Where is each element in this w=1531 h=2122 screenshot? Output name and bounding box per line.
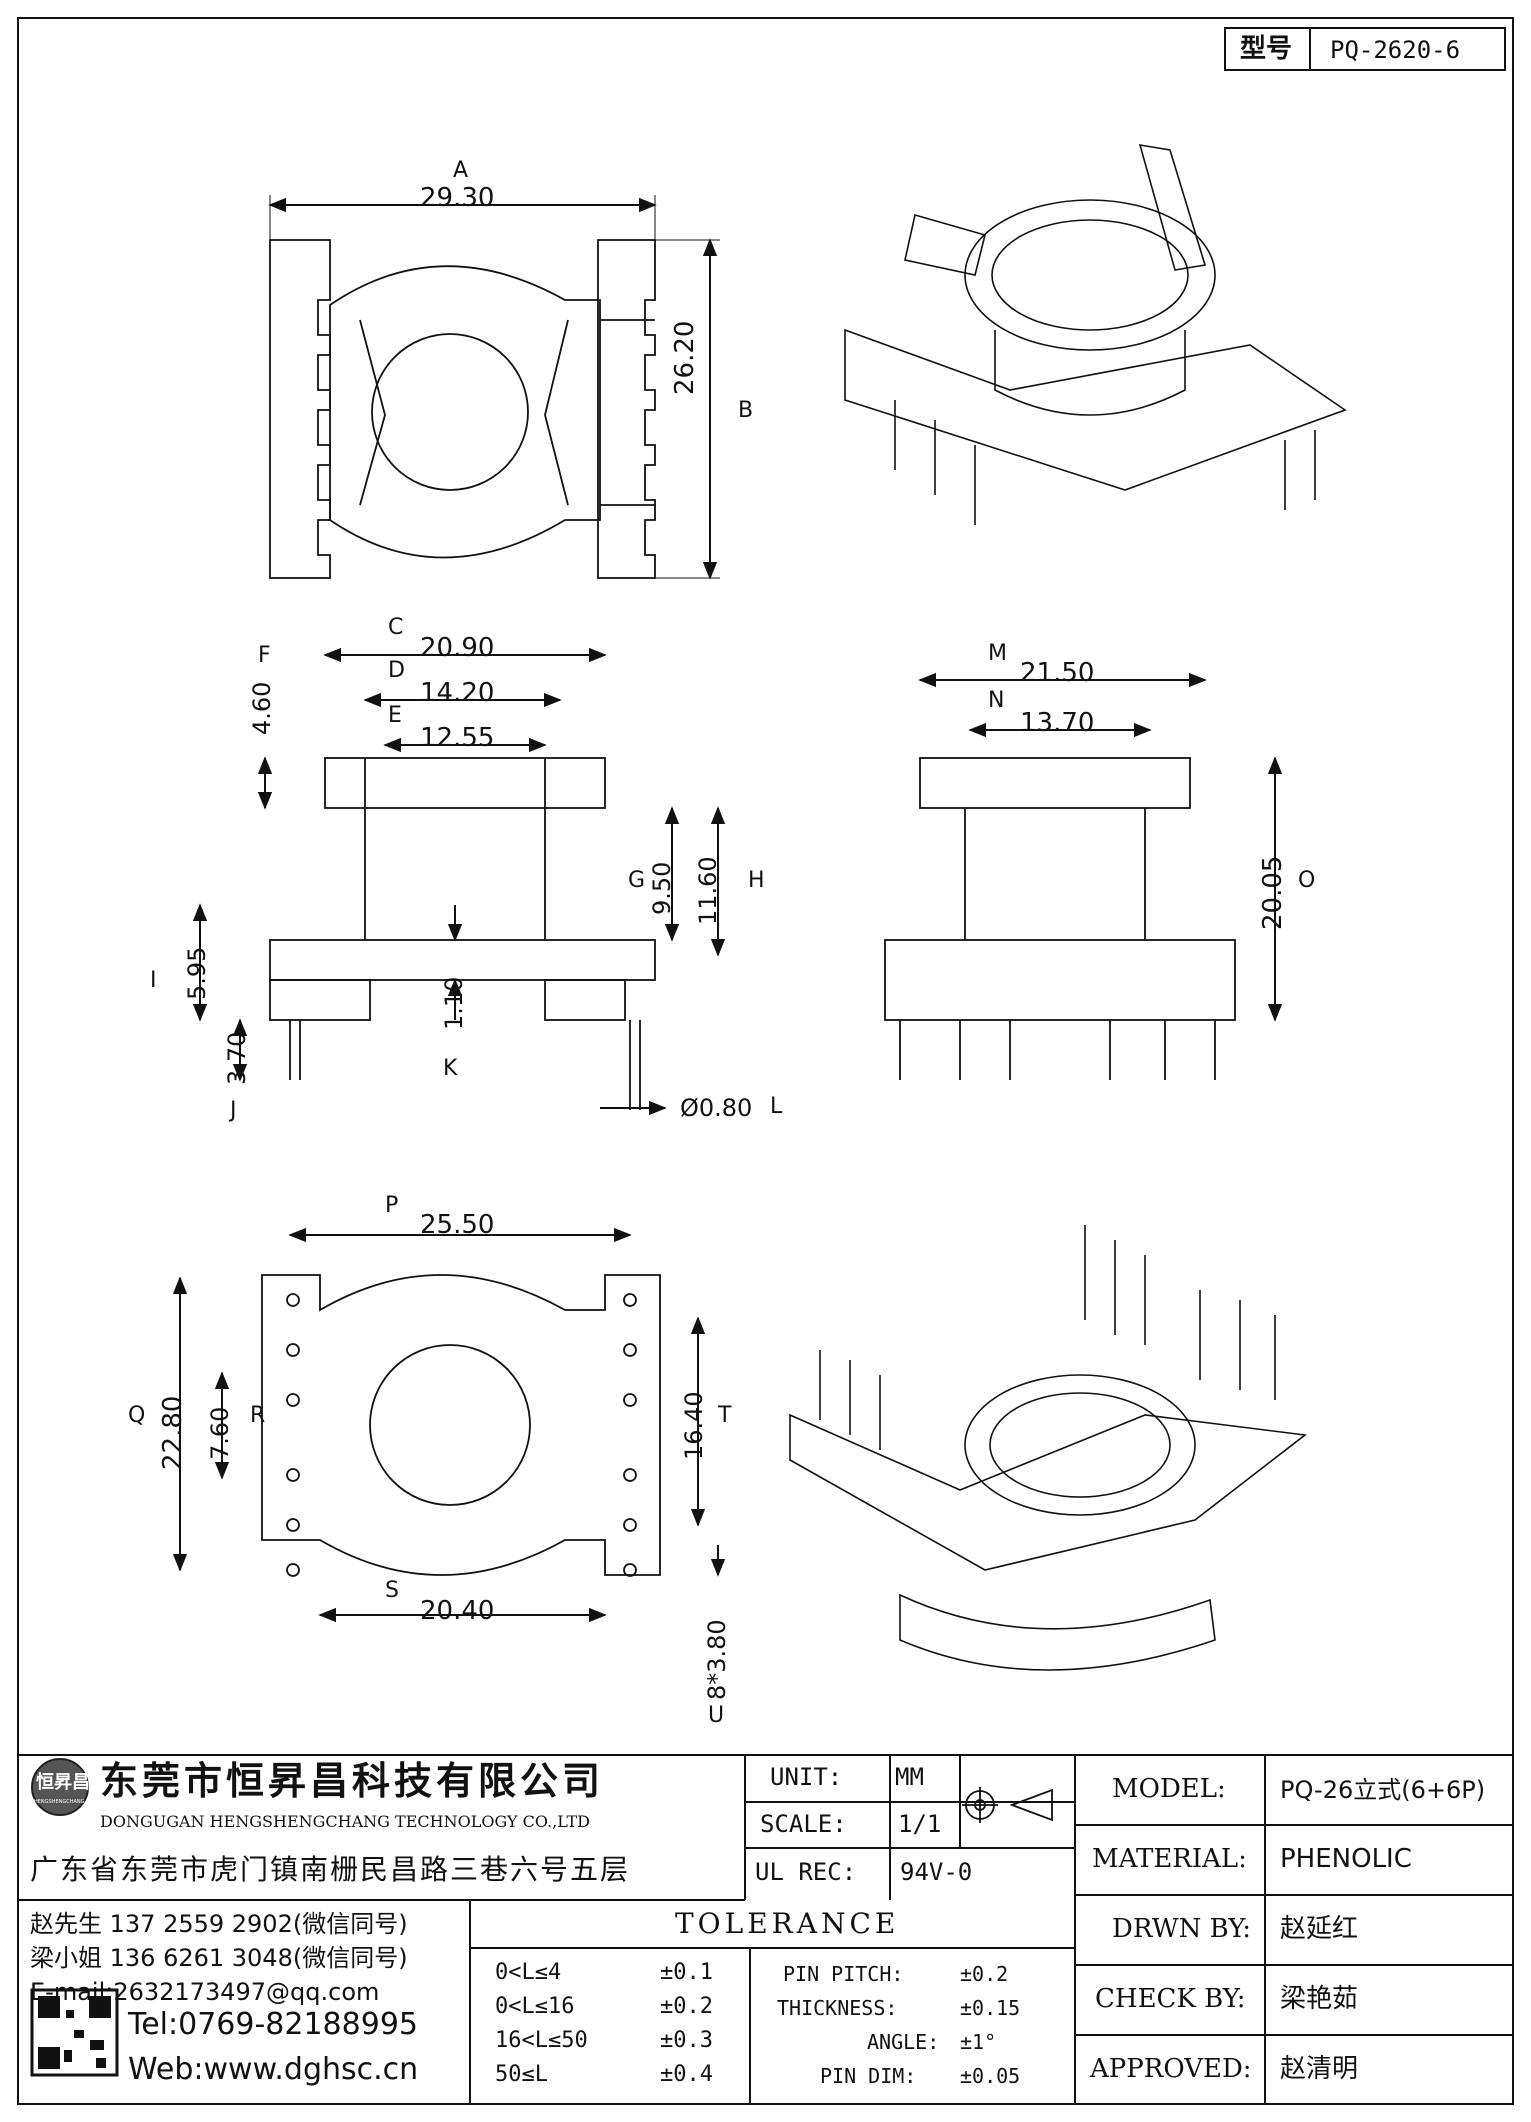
dim-j-letter: J bbox=[230, 1098, 237, 1123]
contact-2: 梁小姐 136 6261 3048(微信同号) bbox=[30, 1944, 408, 1972]
check-value: 梁艳茹 bbox=[1280, 1984, 1359, 2014]
dim-j-value: 3.70 bbox=[223, 1031, 251, 1085]
dim-k-value: 1.10 bbox=[440, 976, 468, 1030]
contact-email[interactable]: E-mail:2632173497@qq.com bbox=[30, 1978, 380, 2006]
tolerance-title: TOLERANCE bbox=[675, 1907, 900, 1940]
drawn-value: 赵延红 bbox=[1280, 1914, 1359, 1944]
tol-range-1: 0<L≤16 bbox=[495, 1994, 575, 2019]
company-logo-icon bbox=[31, 1758, 89, 1816]
company-name-cn: 东莞市恒昇昌科技有限公司 bbox=[100, 1759, 605, 1803]
tol-value-3: ±0.4 bbox=[660, 2062, 713, 2087]
unit-label: UNIT: bbox=[770, 1763, 843, 1791]
dim-g-value: 9.50 bbox=[648, 861, 676, 915]
dim-n-letter: N bbox=[988, 688, 1005, 713]
tol-extra-label-0: PIN PITCH: bbox=[783, 1962, 904, 1986]
side-view bbox=[884, 757, 1236, 1080]
company-logo-text: 恒昇昌 bbox=[36, 1772, 90, 1793]
model-box-label: 型号 bbox=[1240, 34, 1293, 64]
tol-extra-value-0: ±0.2 bbox=[960, 1962, 1009, 1986]
drawn-label: DRWN BY: bbox=[1112, 1914, 1251, 1944]
isometric-view-top bbox=[844, 144, 1347, 525]
outer-frame bbox=[17, 17, 1514, 2105]
dim-q-letter: Q bbox=[128, 1403, 146, 1428]
dim-t-value: 16.40 bbox=[680, 1391, 708, 1460]
dim-o-letter: O bbox=[1298, 868, 1316, 893]
tol-range-0: 0<L≤4 bbox=[495, 1960, 562, 1985]
dim-q-value: 22.80 bbox=[158, 1395, 188, 1470]
dim-d-letter: D bbox=[388, 658, 405, 683]
dim-c-value: 20.90 bbox=[420, 633, 495, 663]
tol-extra-value-1: ±0.15 bbox=[960, 1996, 1021, 2020]
company-address: 广东省东莞市虎门镇南栅民昌路三巷六号五层 bbox=[30, 1853, 631, 1886]
approved-value: 赵清明 bbox=[1280, 2054, 1359, 2084]
dim-c-letter: C bbox=[388, 615, 404, 640]
dim-e-value: 12.55 bbox=[420, 723, 495, 753]
tol-range-2: 16<L≤50 bbox=[495, 2028, 588, 2053]
top-view bbox=[269, 239, 656, 579]
contact-1: 赵先生 137 2559 2902(微信同号) bbox=[30, 1910, 408, 1938]
dim-s-value: 20.40 bbox=[420, 1596, 495, 1626]
dim-r-value: 7.60 bbox=[206, 1406, 234, 1460]
tol-value-1: ±0.2 bbox=[660, 1994, 713, 2019]
dim-t-letter: T bbox=[718, 1403, 732, 1428]
dim-f-value: 4.60 bbox=[248, 681, 276, 735]
approved-label: APPROVED: bbox=[1090, 2054, 1252, 2084]
dim-b-letter: B bbox=[738, 398, 754, 423]
tol-value-2: ±0.3 bbox=[660, 2028, 713, 2053]
dim-l-value: Ø0.80 bbox=[680, 1094, 753, 1122]
front-view bbox=[269, 757, 656, 1110]
dim-f-letter: F bbox=[258, 643, 271, 668]
scale-value: 1/1 bbox=[898, 1810, 942, 1838]
dim-r-letter: R bbox=[250, 1403, 266, 1428]
dim-s-letter: S bbox=[385, 1578, 399, 1603]
ulrec-label: UL REC: bbox=[755, 1858, 857, 1886]
dim-k-letter: K bbox=[443, 1056, 458, 1081]
projection-symbol-icon bbox=[962, 1787, 1053, 1823]
bottom-view bbox=[261, 1274, 661, 1577]
company-logo-sub: HENGSHENGCHANG bbox=[34, 1799, 85, 1805]
dim-l-letter: L bbox=[770, 1094, 783, 1119]
unit-value: MM bbox=[895, 1763, 924, 1791]
dim-a-value: 29.30 bbox=[420, 183, 495, 213]
qr-code-icon bbox=[30, 1988, 119, 2077]
company-name-en: DONGUGAN HENGSHENGCHANG TECHNOLOGY CO.,L… bbox=[100, 1812, 591, 1831]
dim-d-value: 14.20 bbox=[420, 678, 495, 708]
contact-web[interactable]: Web:www.dghsc.cn bbox=[128, 2052, 419, 2087]
check-label: CHECK BY: bbox=[1095, 1984, 1246, 2014]
model-label: MODEL: bbox=[1112, 1774, 1226, 1804]
dim-i-value: 5.95 bbox=[183, 946, 211, 1000]
dim-u-value: 8*3.80 bbox=[703, 1619, 731, 1700]
isometric-view-bottom bbox=[789, 1225, 1308, 1671]
dim-e-letter: E bbox=[388, 703, 402, 728]
tol-extra-label-3: PIN DIM: bbox=[820, 2064, 917, 2088]
dim-m-value: 21.50 bbox=[1020, 658, 1095, 688]
tol-extra-label-2: ANGLE: bbox=[867, 2030, 940, 2054]
material-label: MATERIAL: bbox=[1092, 1844, 1247, 1874]
contact-tel: Tel:0769-82188995 bbox=[128, 2007, 418, 2042]
dim-p-value: 25.50 bbox=[420, 1210, 495, 1240]
dim-n-value: 13.70 bbox=[1020, 708, 1095, 738]
model-value: PQ-26立式(6+6P) bbox=[1280, 1776, 1486, 1804]
tol-range-3: 50≤L bbox=[495, 2062, 548, 2087]
dim-g-letter: G bbox=[628, 868, 646, 893]
model-box-value: PQ-2620-6 bbox=[1330, 36, 1461, 64]
tol-extra-value-3: ±0.05 bbox=[960, 2064, 1021, 2088]
tol-value-0: ±0.1 bbox=[660, 1960, 713, 1985]
material-value: PHENOLIC bbox=[1280, 1844, 1412, 1874]
tol-extra-value-2: ±1° bbox=[960, 2030, 997, 2054]
tol-extra-label-1: THICKNESS: bbox=[777, 1996, 898, 2020]
dim-o-value: 20.05 bbox=[1258, 855, 1288, 930]
dim-p-letter: P bbox=[385, 1193, 399, 1218]
dim-h-value: 11.60 bbox=[694, 856, 722, 925]
dim-m-letter: M bbox=[988, 641, 1007, 666]
ulrec-value: 94V-0 bbox=[900, 1858, 973, 1886]
dim-i-letter: I bbox=[150, 968, 157, 993]
dim-u-letter: U bbox=[708, 1703, 725, 1728]
dim-h-letter: H bbox=[748, 868, 765, 893]
model-box bbox=[1224, 27, 1506, 71]
dim-a-letter: A bbox=[453, 158, 469, 183]
scale-label: SCALE: bbox=[760, 1810, 847, 1838]
dim-b-value: 26.20 bbox=[670, 320, 700, 395]
